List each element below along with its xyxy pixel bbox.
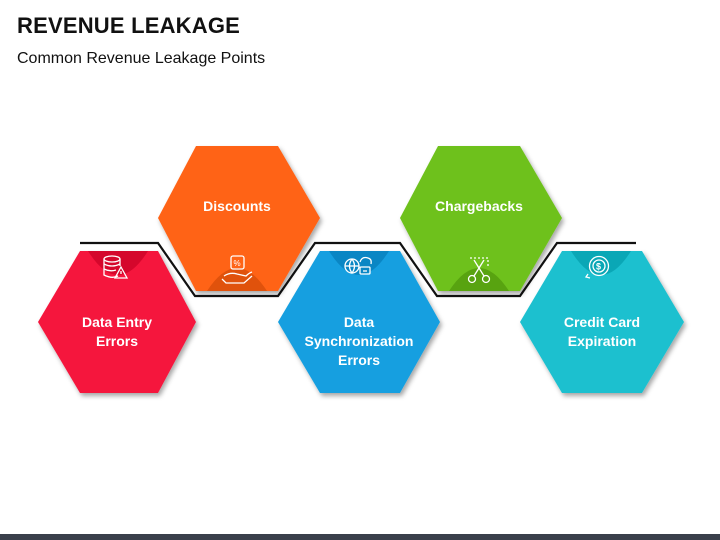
scissors-cut-icon [467,257,491,284]
hex-discounts: % [158,146,320,291]
label-discounts: Discounts [203,198,271,214]
label-credit-card-expiration: Credit Card Expiration [563,314,641,349]
svg-text:$: $ [596,262,601,272]
connector-line [80,241,636,298]
label-data-entry-errors: Data Entry Errors [81,314,153,349]
globe-sync-icon [344,256,372,275]
hex-data-sync-errors [278,251,440,393]
label-chargebacks: Chargebacks [435,198,523,214]
hex-data-entry-errors [38,251,196,393]
discount-hand-icon: % [221,255,253,284]
hex-credit-card-expiration: $ [520,251,684,393]
page-title: REVENUE LEAKAGE [17,13,241,38]
dollar-coin-icon: $ [584,255,610,279]
svg-text:%: % [234,259,241,268]
footer-bar [0,534,720,540]
database-warning-icon [103,255,129,279]
page-subtitle: Common Revenue Leakage Points [17,50,266,67]
label-data-sync-errors: Data Synchronization Errors [304,314,414,368]
hex-chargebacks [400,146,562,291]
